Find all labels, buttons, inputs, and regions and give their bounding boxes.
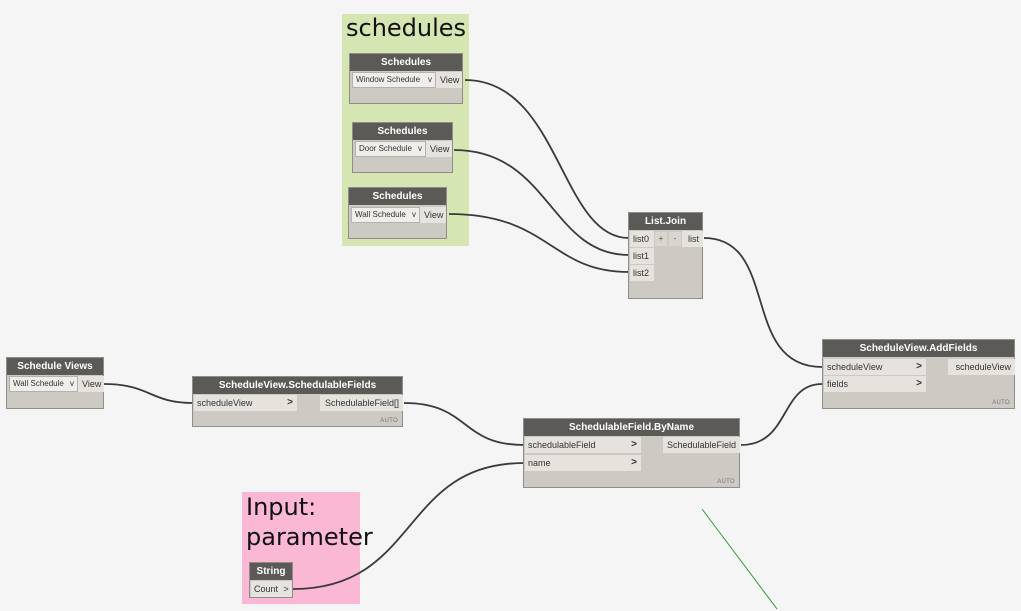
wire-list-to-addfields <box>703 237 823 368</box>
port-label: name <box>528 458 551 468</box>
node-title: Schedules <box>349 188 446 205</box>
schedule-dropdown-door[interactable]: Door Schedule v <box>355 141 426 157</box>
chevron-down-icon: v <box>418 144 422 153</box>
group-title-input: Input: parameter <box>246 493 373 551</box>
dropdown-value: Door Schedule <box>359 144 412 153</box>
remove-input-button[interactable]: - <box>669 232 681 246</box>
node-schedulablefield-byname[interactable]: SchedulableField.ByName schedulableField… <box>523 418 740 488</box>
port-label: fields <box>827 379 849 389</box>
input-port-list2[interactable]: list2 <box>630 265 654 281</box>
output-port-view[interactable]: View <box>78 376 104 392</box>
input-port-scheduleview[interactable]: scheduleView > <box>824 359 926 375</box>
chevron-right-icon: > <box>916 378 922 389</box>
schedule-views-dropdown[interactable]: Wall Schedule v <box>9 376 78 392</box>
input-port-list1[interactable]: list1 <box>630 248 654 264</box>
output-port-schedulablefields[interactable]: SchedulableField[] <box>320 395 403 411</box>
schedule-dropdown-window[interactable]: Window Schedule v <box>352 72 436 88</box>
lacing-auto-label: AUTO <box>992 400 1010 406</box>
output-port-scheduleview[interactable]: scheduleView <box>948 359 1015 375</box>
output-port-list[interactable]: list <box>682 231 703 247</box>
output-port-schedulablefield[interactable]: SchedulableField <box>663 437 740 453</box>
input-port-list0[interactable]: list0 <box>630 231 654 247</box>
chevron-right-icon: > <box>287 397 293 408</box>
node-title: ScheduleView.SchedulableFields <box>193 377 402 394</box>
node-schedule-views[interactable]: Schedule Views Wall Schedule v View <box>6 357 104 409</box>
selection-marquee-line <box>701 508 778 610</box>
group-title-schedules: schedules <box>346 14 467 42</box>
output-port-string[interactable]: > <box>280 581 292 597</box>
wire-window-to-list0 <box>464 79 630 239</box>
node-title: String <box>250 563 292 580</box>
node-schedules-door[interactable]: Schedules Door Schedule v View <box>352 122 453 173</box>
string-value-field[interactable]: Count <box>251 581 280 597</box>
input-port-fields[interactable]: fields > <box>824 376 926 392</box>
node-schedules-window[interactable]: Schedules Window Schedule v View <box>349 53 463 104</box>
wire-byname-to-addfields <box>740 383 823 446</box>
dropdown-value: Wall Schedule <box>355 210 406 219</box>
wire-door-to-list1 <box>453 149 630 256</box>
input-port-scheduleview[interactable]: scheduleView > <box>194 395 297 411</box>
node-title: Schedule Views <box>7 358 103 375</box>
output-port-view[interactable]: View <box>426 141 452 157</box>
dropdown-value: Window Schedule <box>356 75 421 84</box>
port-label: scheduleView <box>827 362 883 372</box>
dropdown-value: Wall Schedule <box>13 379 64 388</box>
node-string[interactable]: String Count > <box>249 562 293 598</box>
lacing-auto-label: AUTO <box>380 418 398 424</box>
chevron-right-icon: > <box>631 439 637 450</box>
node-title: SchedulableField.ByName <box>524 419 739 436</box>
node-schedules-wall[interactable]: Schedules Wall Schedule v View <box>348 187 447 239</box>
output-port-view[interactable]: View <box>420 207 446 223</box>
node-scheduleview-addfields[interactable]: ScheduleView.AddFields scheduleView > fi… <box>822 339 1015 409</box>
wire-wall-to-list2 <box>448 213 630 273</box>
chevron-down-icon: v <box>428 75 432 84</box>
port-label: schedulableField <box>528 440 596 450</box>
port-label: scheduleView <box>197 398 253 408</box>
chevron-right-icon: > <box>916 361 922 372</box>
node-list-join[interactable]: List.Join list0 + - list list1 list2 <box>628 212 703 299</box>
lacing-auto-label: AUTO <box>717 479 735 485</box>
chevron-right-icon: > <box>631 457 637 468</box>
node-title: Schedules <box>350 54 462 71</box>
schedule-dropdown-wall[interactable]: Wall Schedule v <box>351 207 420 223</box>
node-schedulable-fields[interactable]: ScheduleView.SchedulableFields scheduleV… <box>192 376 403 427</box>
output-port-view[interactable]: View <box>436 72 462 88</box>
chevron-down-icon: v <box>70 379 74 388</box>
node-title: ScheduleView.AddFields <box>823 340 1014 357</box>
wire-fields-to-byname <box>403 402 525 446</box>
wire-views-to-fields <box>103 383 194 404</box>
chevron-down-icon: v <box>412 210 416 219</box>
add-input-button[interactable]: + <box>655 232 667 246</box>
node-title: Schedules <box>353 123 452 140</box>
node-title: List.Join <box>629 213 702 230</box>
input-port-name[interactable]: name > <box>525 455 641 471</box>
input-port-schedulablefield[interactable]: schedulableField > <box>525 437 641 453</box>
